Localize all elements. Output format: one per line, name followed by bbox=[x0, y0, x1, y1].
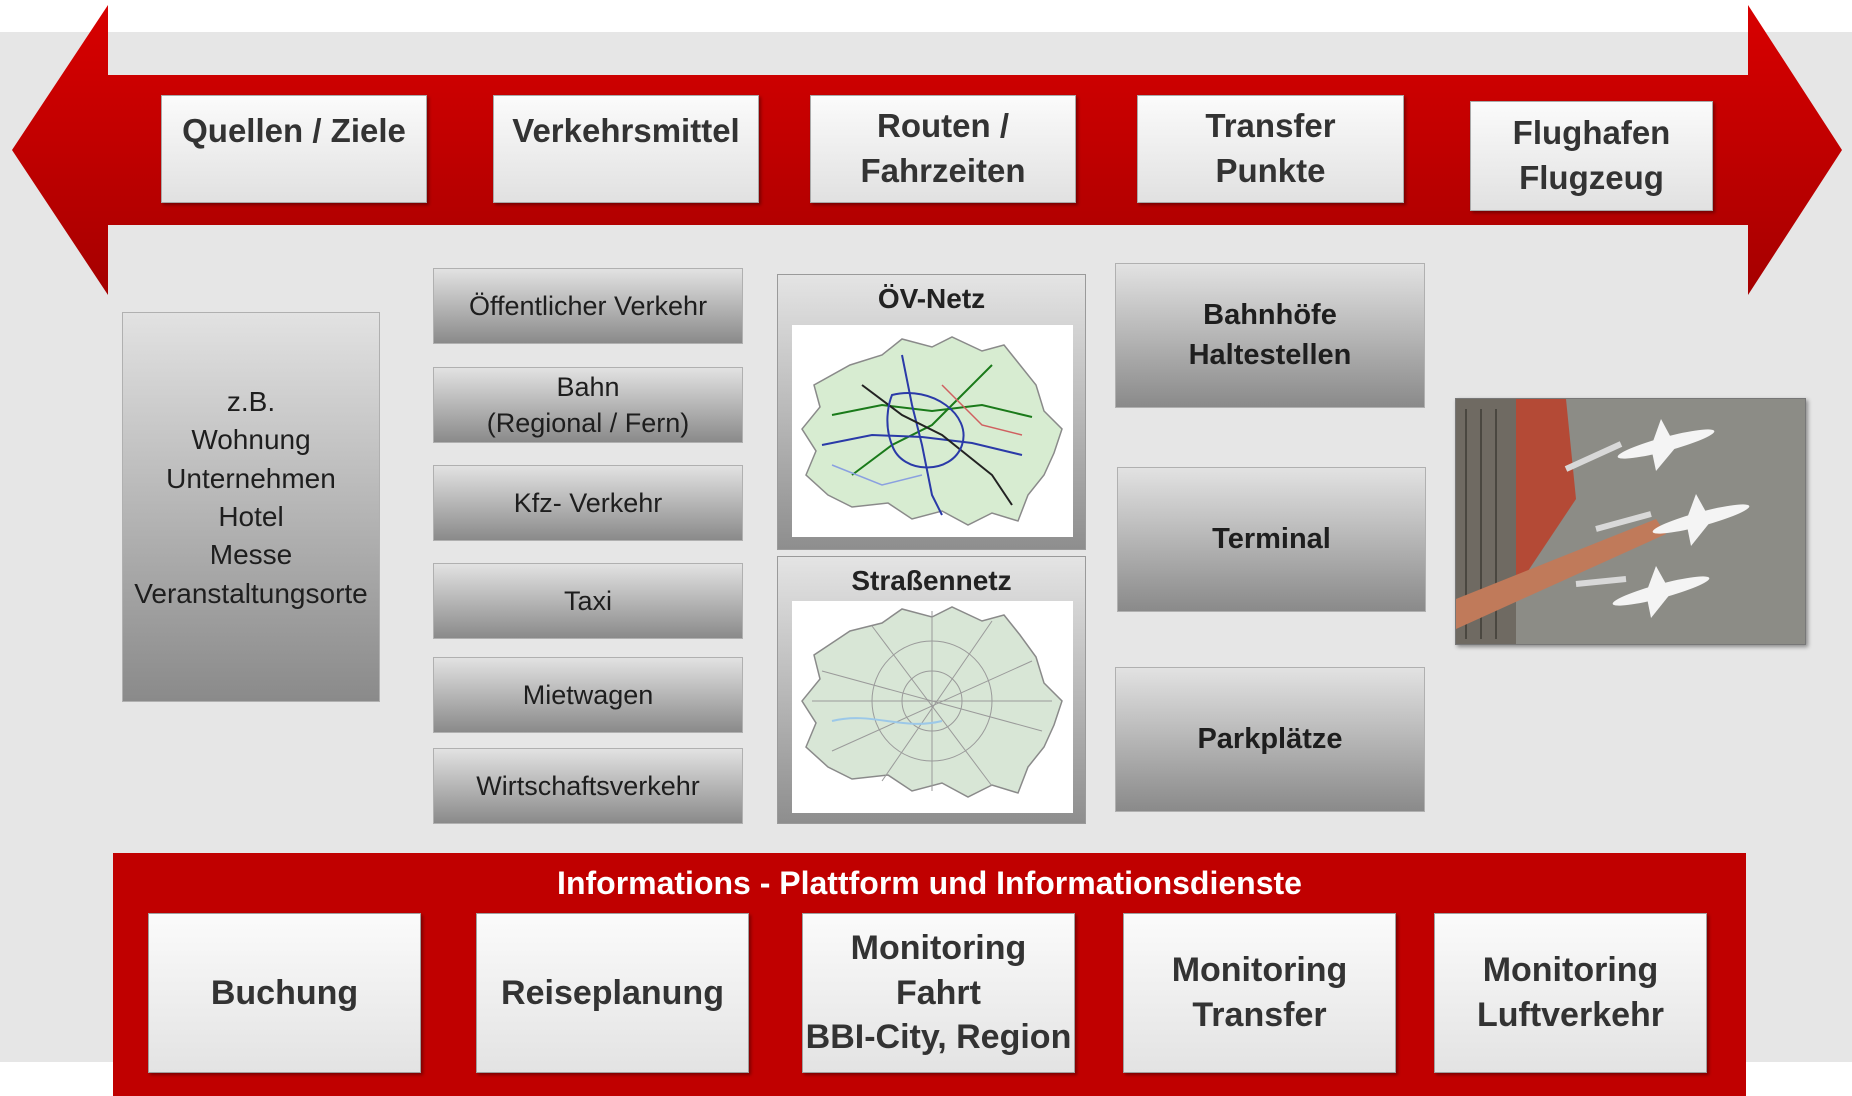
mode-taxi: Taxi bbox=[433, 563, 743, 639]
platform-title: Informations - Plattform und Information… bbox=[557, 865, 1302, 901]
box-label: Routen / Fahrzeiten bbox=[860, 107, 1026, 189]
service-monitoring-transfer: Monitoring Transfer bbox=[1123, 913, 1396, 1073]
place-label: Parkplätze bbox=[1197, 722, 1343, 755]
box-label: Flughafen Flugzeug bbox=[1512, 114, 1671, 196]
box-quellen-ziele: Quellen / Ziele bbox=[161, 95, 427, 203]
box-terminal: Terminal bbox=[1117, 467, 1426, 612]
mode-label: Kfz- Verkehr bbox=[513, 487, 663, 518]
service-monitoring-luftverkehr: Monitoring Luftverkehr bbox=[1434, 913, 1707, 1073]
airport-aerial-photo-icon bbox=[1456, 399, 1805, 644]
box-label: Quellen / Ziele bbox=[182, 111, 406, 149]
mode-wirtschaftsverkehr: Wirtschaftsverkehr bbox=[433, 748, 743, 824]
box-flughafen-flugzeug: Flughafen Flugzeug bbox=[1470, 101, 1713, 211]
box-label: Verkehrsmittel bbox=[512, 111, 740, 149]
mode-label: Mietwagen bbox=[522, 679, 654, 710]
strassennetz-panel: Straßennetz bbox=[777, 556, 1086, 824]
service-buchung: Buchung bbox=[148, 913, 421, 1073]
service-label: Buchung bbox=[210, 973, 359, 1012]
mode-label: Taxi bbox=[563, 585, 612, 616]
service-label: Reiseplanung bbox=[501, 973, 724, 1012]
box-verkehrsmittel: Verkehrsmittel bbox=[493, 95, 759, 203]
oev-netz-title: ÖV-Netz bbox=[877, 283, 986, 314]
box-label: Transfer Punkte bbox=[1205, 107, 1336, 189]
service-monitoring-fahrt: Monitoring Fahrt BBI-City, Region bbox=[802, 913, 1075, 1073]
box-bahnhoefe-haltestellen: Bahnhöfe Haltestellen bbox=[1115, 263, 1425, 408]
oev-netz-panel: ÖV-Netz bbox=[777, 274, 1086, 550]
mode-oeffentlicher-verkehr: Öffentlicher Verkehr bbox=[433, 268, 743, 344]
box-parkplaetze: Parkplätze bbox=[1115, 667, 1425, 812]
airport-photo bbox=[1455, 398, 1806, 645]
place-label: Bahnhöfe Haltestellen bbox=[1188, 299, 1352, 371]
service-label: Monitoring Transfer bbox=[1171, 951, 1348, 1034]
mode-bahn: Bahn (Regional / Fern) bbox=[433, 367, 743, 443]
mode-mietwagen: Mietwagen bbox=[433, 657, 743, 733]
mode-label: Bahn (Regional / Fern) bbox=[486, 371, 690, 438]
mode-label: Wirtschaftsverkehr bbox=[476, 770, 700, 801]
service-reiseplanung: Reiseplanung bbox=[476, 913, 749, 1073]
oev-netz-map bbox=[792, 325, 1073, 537]
place-label: Terminal bbox=[1212, 522, 1331, 555]
berlin-transit-map-icon bbox=[801, 336, 1063, 526]
strassennetz-title: Straßennetz bbox=[851, 565, 1012, 596]
service-label: Monitoring Luftverkehr bbox=[1476, 951, 1665, 1034]
service-label: Monitoring Fahrt BBI-City, Region bbox=[805, 928, 1072, 1057]
sources-box: z.B. Wohnung Unternehmen Hotel Messe Ver… bbox=[122, 312, 380, 702]
sources-text: z.B. Wohnung Unternehmen Hotel Messe Ver… bbox=[134, 385, 368, 609]
mode-label: Öffentlicher Verkehr bbox=[468, 290, 708, 321]
box-transfer-punkte: Transfer Punkte bbox=[1137, 95, 1404, 203]
mode-kfz-verkehr: Kfz- Verkehr bbox=[433, 465, 743, 541]
box-routen-fahrzeiten: Routen / Fahrzeiten bbox=[810, 95, 1076, 203]
strassennetz-map bbox=[792, 601, 1073, 813]
berlin-road-map-icon bbox=[801, 606, 1063, 798]
